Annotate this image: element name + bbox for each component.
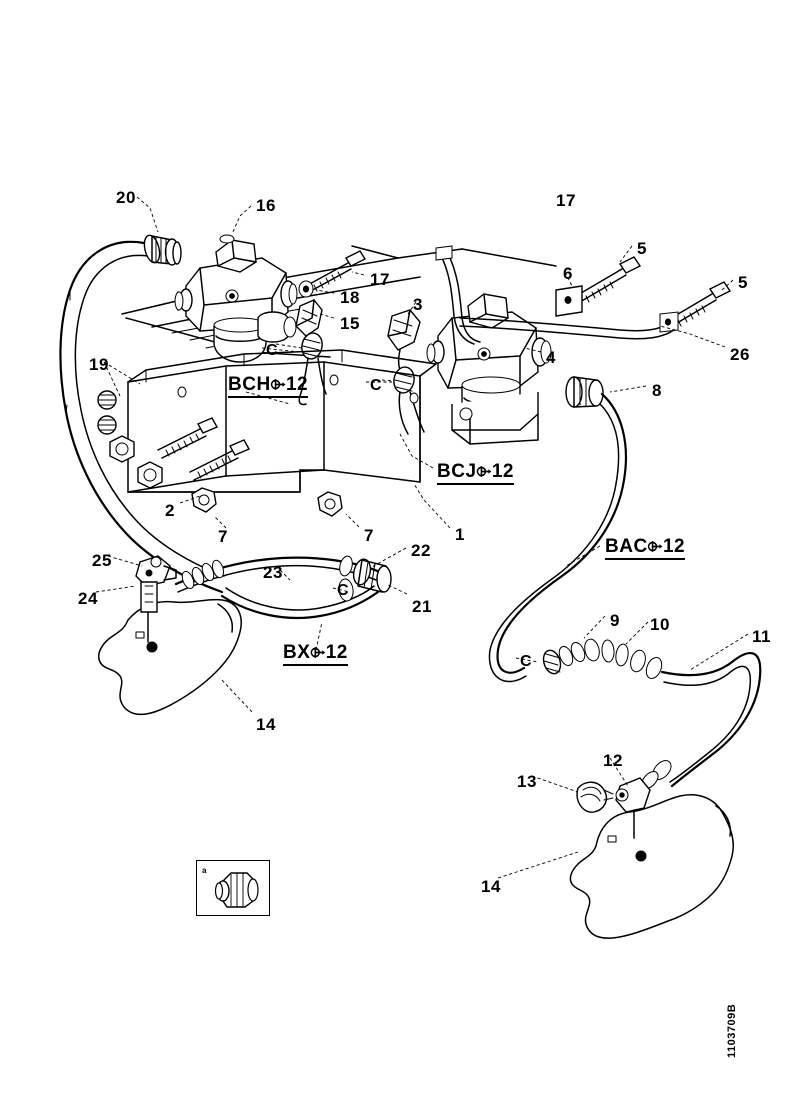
callout-12: 12	[603, 751, 623, 770]
callout-5: 5	[637, 239, 647, 258]
hose-23	[174, 555, 392, 620]
group-label-bcj: BCJ⌱12	[437, 462, 514, 485]
callout-5: 5	[738, 273, 748, 292]
filter-head-right	[426, 293, 552, 445]
rigid-pipe-26	[459, 311, 679, 340]
elbow-15	[295, 299, 323, 337]
engine-outline-right	[569, 794, 734, 939]
group-label-bx: BX⌱12	[283, 643, 348, 666]
bolt-5-left	[555, 256, 642, 317]
hose-junction-9-10	[542, 638, 663, 680]
lead-c-left	[275, 343, 303, 349]
drawing-number-watermark: 1103709B	[726, 1003, 738, 1058]
callout-7: 7	[218, 527, 228, 546]
callout-8: 8	[652, 381, 662, 400]
callout-21: 21	[412, 597, 432, 616]
inset-component-drawing	[214, 872, 259, 908]
bolt-17-left	[298, 250, 367, 298]
detail-inset-box: a	[196, 860, 270, 916]
elbow-3	[387, 309, 421, 371]
leader-lines	[95, 196, 749, 879]
hose-c-left	[298, 332, 327, 406]
callout-18: 18	[340, 288, 360, 307]
nut-7-left	[191, 487, 217, 513]
bolts-2	[157, 417, 250, 481]
main-hose-right-8	[488, 376, 628, 683]
engine-outline-left	[98, 593, 242, 716]
connection-marker-c: C	[337, 582, 349, 599]
main-hose-left	[59, 240, 225, 594]
callout-23: 23	[263, 563, 283, 582]
group-label-bch: BCH⌱12	[228, 375, 309, 398]
connection-marker-c: C	[520, 653, 532, 670]
callout-22: 22	[411, 541, 431, 560]
callout-25: 25	[92, 551, 112, 570]
gasket-13	[576, 781, 614, 813]
connection-marker-c: C	[370, 377, 382, 394]
callout-6: 6	[563, 264, 573, 283]
group-label-bac: BAC⌱12	[605, 537, 686, 560]
filter-head-left	[174, 234, 298, 363]
callout-17: 17	[370, 270, 390, 289]
callout-24: 24	[78, 589, 98, 608]
hardware-2-nuts	[109, 435, 163, 489]
fitting-12	[615, 760, 672, 862]
inset-letter-a: a	[202, 866, 207, 875]
callout-13: 13	[517, 772, 537, 791]
fitting-24-25	[135, 555, 177, 613]
callout-19: 19	[89, 355, 109, 374]
callout-2: 2	[165, 501, 175, 520]
connection-marker-c: C	[266, 342, 278, 359]
callout-11: 11	[752, 627, 771, 646]
callout-1: 1	[455, 525, 465, 544]
callout-26: 26	[730, 345, 750, 364]
callout-3: 3	[413, 295, 423, 314]
callout-20: 20	[116, 188, 136, 207]
lead-c-right	[381, 379, 395, 382]
callout-10: 10	[650, 615, 670, 634]
callout-7: 7	[364, 526, 374, 545]
callout-14: 14	[256, 715, 276, 734]
mounting-bracket-1	[127, 349, 437, 493]
callout-15: 15	[340, 314, 360, 333]
callout-4: 4	[546, 348, 556, 367]
fitting-20	[143, 234, 182, 266]
callout-16: 16	[256, 196, 276, 215]
hose-11	[660, 651, 762, 788]
hardware-19	[97, 361, 141, 435]
callout-17: 17	[556, 191, 576, 210]
callout-14: 14	[481, 877, 501, 896]
nut-7-right	[317, 491, 343, 517]
callout-9: 9	[610, 611, 620, 630]
